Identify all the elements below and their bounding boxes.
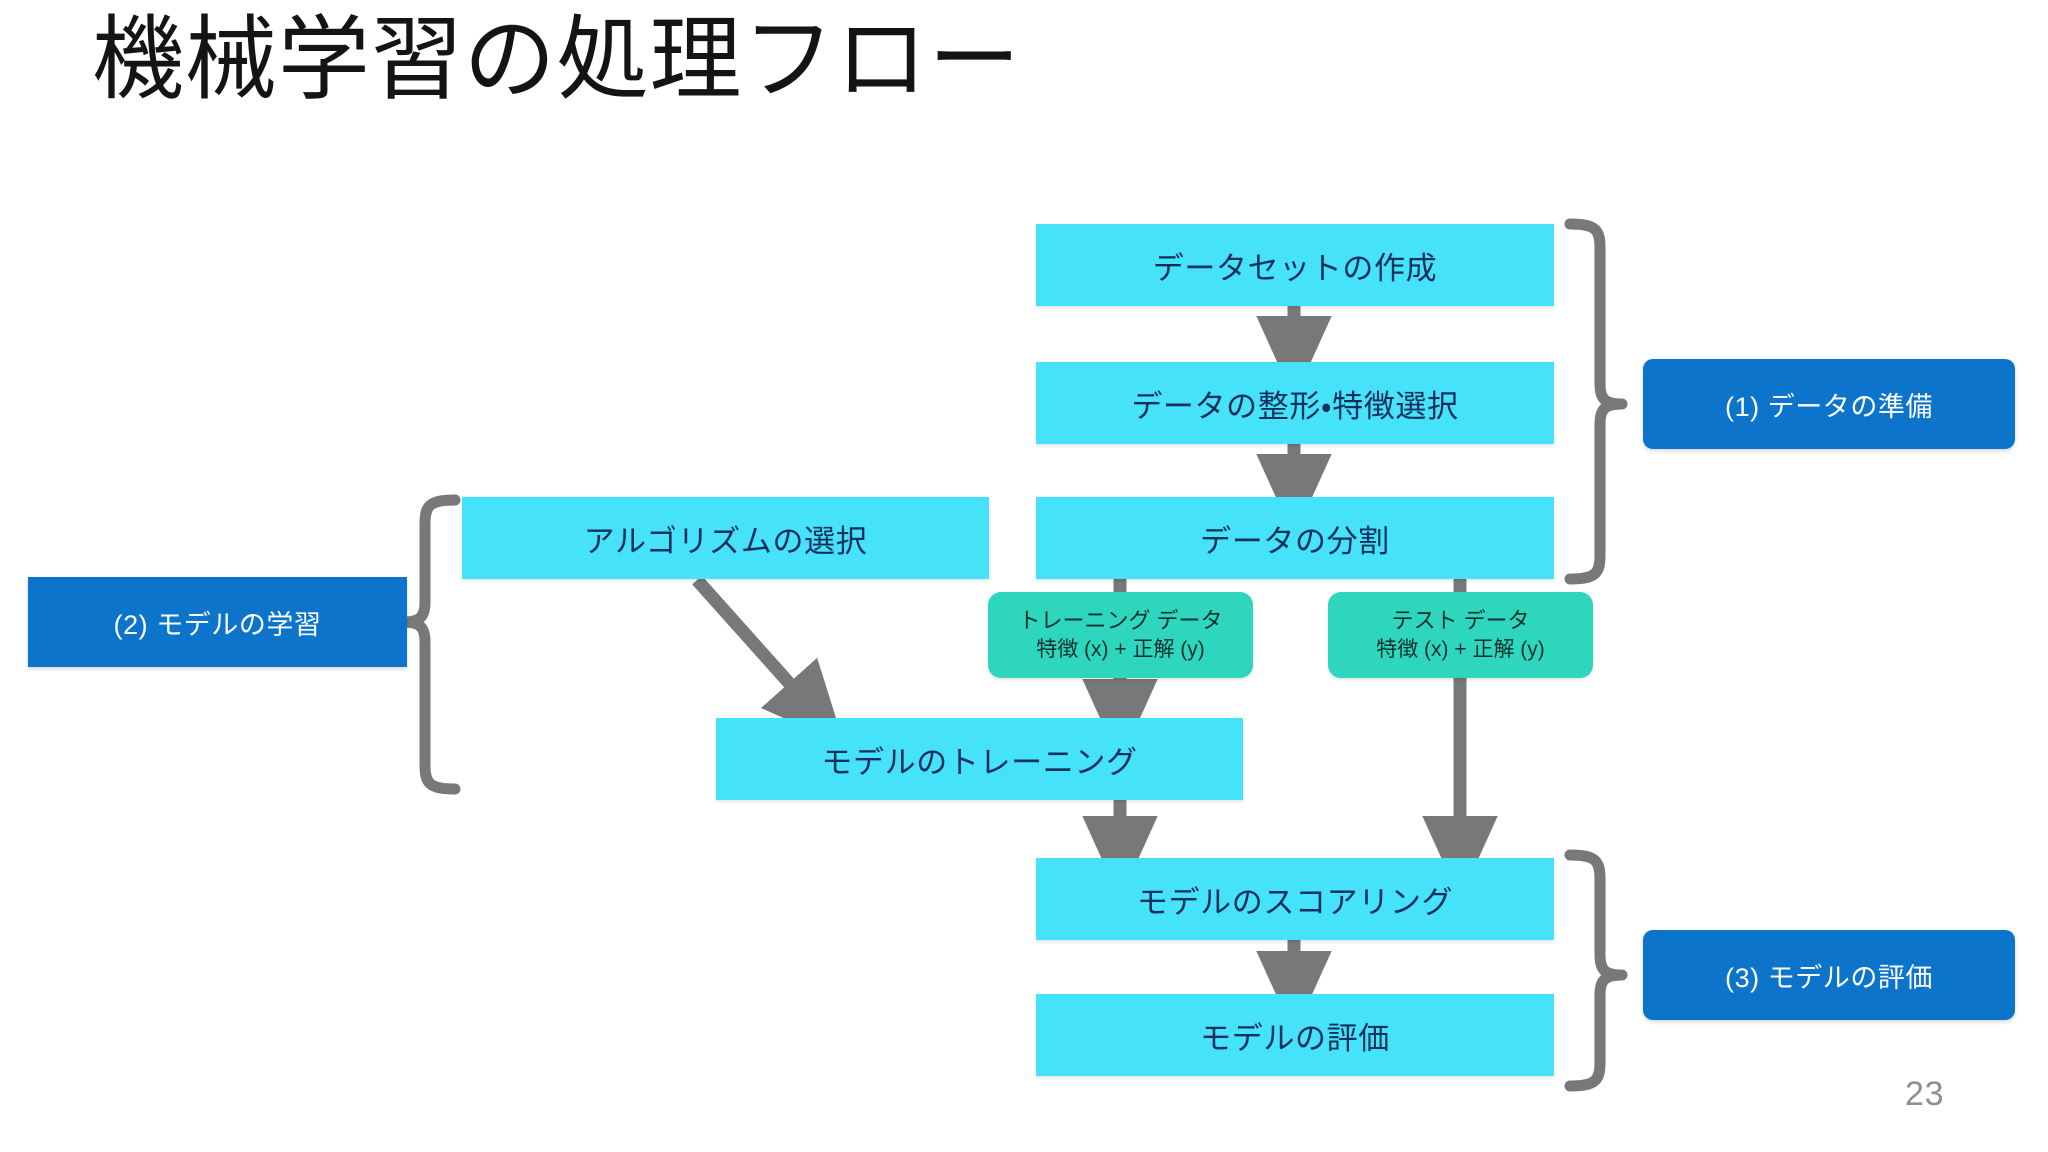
brace-phase-3: [1564, 849, 1628, 1092]
phase-label-3[interactable]: (3) モデルの評価: [1643, 930, 2015, 1020]
arrow-algorithm-to-training: [692, 575, 845, 745]
node-label: アルゴリズムの選択: [583, 523, 868, 559]
phase-label-text: (3) モデルの評価: [1725, 962, 1933, 993]
phase-label-text: (1) データの準備: [1725, 391, 1933, 422]
node-dataset-creation[interactable]: データセットの作成: [1036, 224, 1554, 306]
phase-label-1[interactable]: (1) データの準備: [1643, 359, 2015, 449]
node-model-training[interactable]: モデルのトレーニング: [716, 718, 1243, 800]
phase-label-text: (2) モデルの学習: [113, 609, 322, 640]
node-model-evaluation[interactable]: モデルの評価: [1036, 994, 1554, 1076]
node-label: モデルのトレーニング: [821, 744, 1138, 780]
node-label: データの整形・特徴選択: [1131, 388, 1459, 424]
node-label-line1: トレーニング データ: [1018, 607, 1223, 633]
brace-phase-2: [397, 494, 461, 795]
node-label-line2: 特徴 (x) + 正解 (y): [1376, 637, 1545, 661]
node-data-split[interactable]: データの分割: [1036, 497, 1554, 579]
node-label-line1: テスト データ: [1391, 607, 1530, 633]
node-label-line2: 特徴 (x) + 正解 (y): [1036, 637, 1205, 661]
page-number: 23: [1905, 1075, 1945, 1113]
node-algorithm-select[interactable]: アルゴリズムの選択: [462, 497, 989, 579]
node-label: データの分割: [1200, 523, 1390, 559]
node-training-data[interactable]: トレーニング データ 特徴 (x) + 正解 (y): [988, 592, 1253, 678]
node-data-shaping[interactable]: データの整形・特徴選択: [1036, 362, 1554, 444]
node-test-data[interactable]: テスト データ 特徴 (x) + 正解 (y): [1328, 592, 1593, 678]
node-label: モデルの評価: [1200, 1020, 1390, 1056]
phase-label-2[interactable]: (2) モデルの学習: [28, 577, 407, 667]
node-model-scoring[interactable]: モデルのスコアリング: [1036, 858, 1554, 940]
brace-phase-1: [1564, 218, 1628, 585]
page-title: 機械学習の処理フロー: [92, 9, 1022, 111]
node-label: データセットの作成: [1152, 250, 1438, 286]
node-label: モデルのスコアリング: [1136, 884, 1454, 920]
